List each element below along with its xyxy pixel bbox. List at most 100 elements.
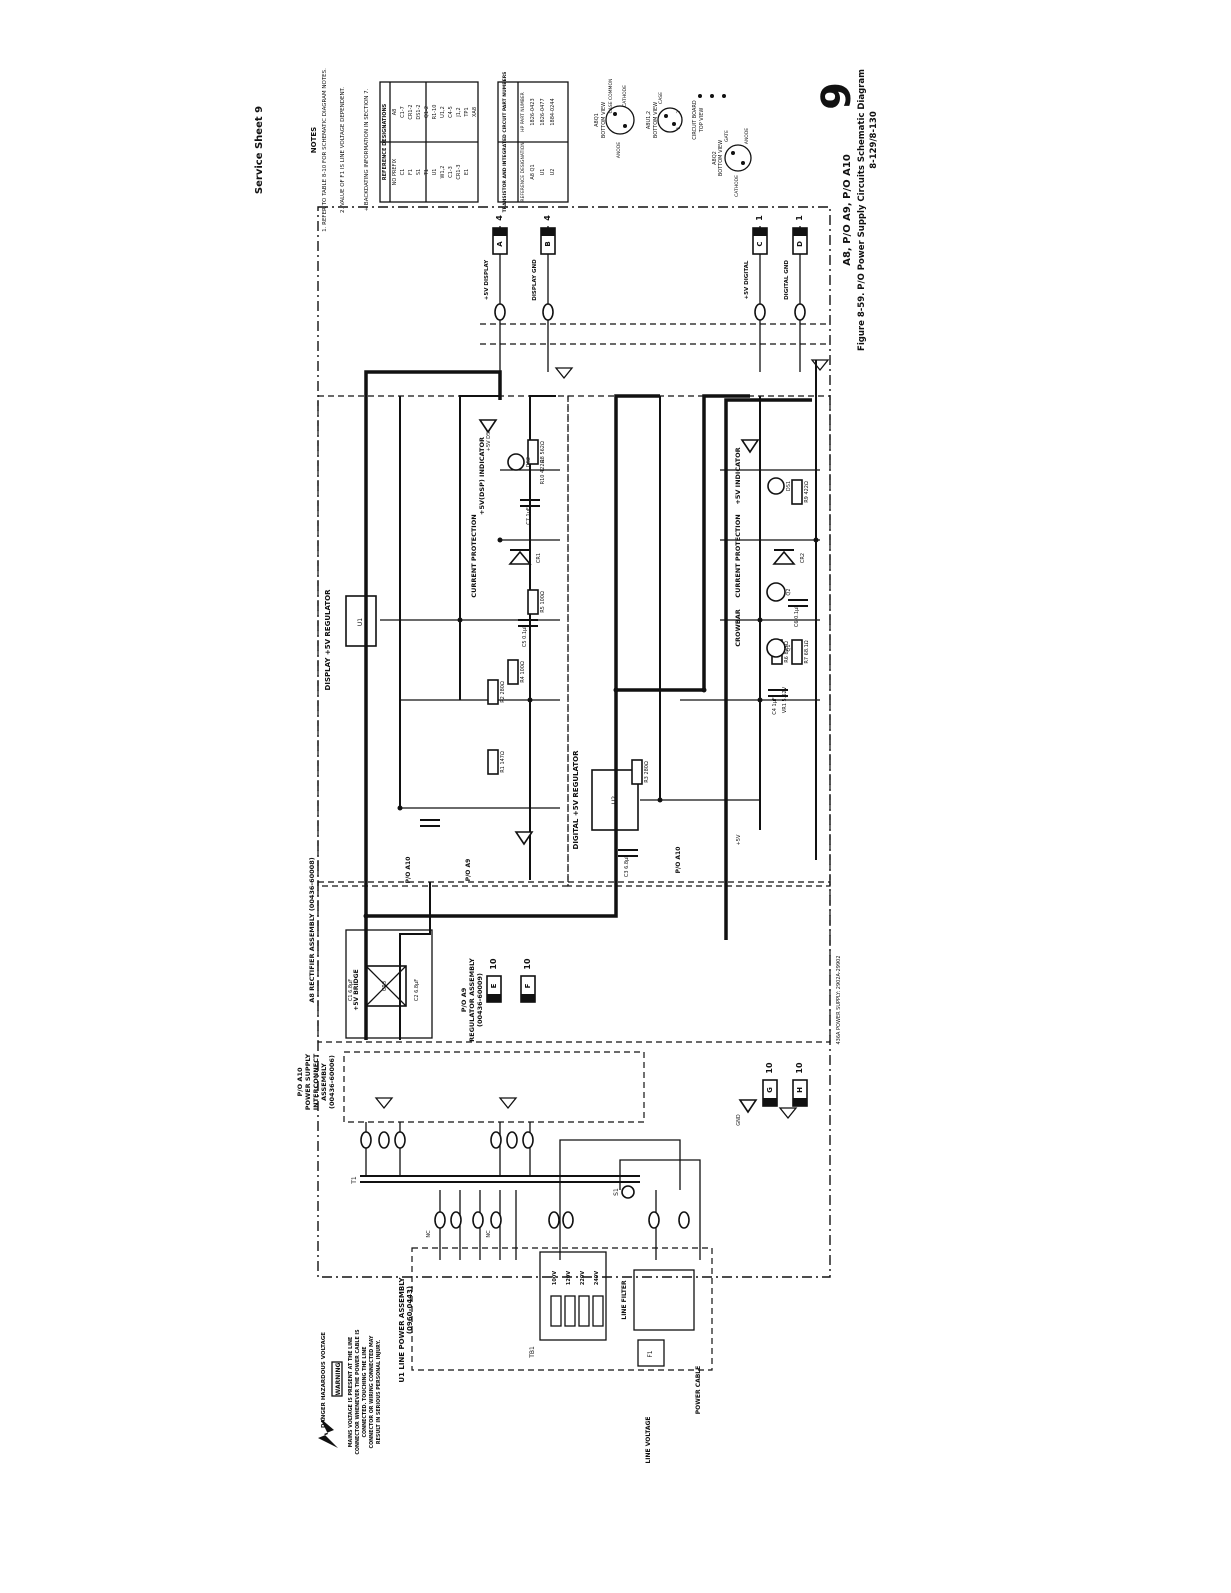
output-sheet-number: 4 [495, 215, 504, 221]
a10-label: P/O A10 [296, 1067, 304, 1096]
label-r6: R6 825Ω [784, 641, 790, 663]
ref-row2-left: CR1-3 [456, 164, 462, 179]
line-selector-slot [550, 1295, 562, 1327]
output-label: +5V DISPLAY [484, 259, 490, 300]
ref-row-a8: C1-7 [400, 106, 406, 118]
output-sheet-number: 1 [755, 215, 764, 221]
offsheet-sheet-number: 10 [489, 958, 498, 970]
label-ds1: DS1 [786, 481, 792, 491]
offsheet-letter: E [490, 983, 498, 988]
note-1: 1. REFER TO TABLE 8-10 FOR SCHEMATIC DIA… [322, 68, 328, 232]
assembly-heading: A8, P/O A9, P/O A10 [842, 154, 853, 266]
u1-outline [411, 1247, 713, 1371]
ref-row-noprefix: F1 [408, 169, 414, 175]
output-connector-letter: C [756, 241, 764, 246]
output-connector-band [541, 228, 555, 236]
pinout-q1-view: BOTTOM VIEW [601, 102, 607, 138]
offsheet-letter: F [524, 983, 532, 988]
figure-caption: Figure 8-59. P/O Power Supply Circuits S… [857, 69, 867, 351]
offsheet-sheet-number: 10 [765, 1062, 774, 1074]
line-selector-voltage: 120V [566, 1271, 572, 1285]
ref-row2-right: TP1 [464, 107, 470, 117]
transformer-label: T1 [351, 1176, 358, 1185]
output-connector-band [493, 228, 507, 236]
offsheet-connector: H10 [792, 1062, 808, 1107]
pinout-u-pin1: CASE [658, 92, 664, 104]
enclosure-outline [317, 206, 831, 1278]
a9-line: REGULATOR ASSEMBLY [468, 958, 476, 1042]
indicator-dsp-label: +5V(DSP) INDICATOR [478, 437, 486, 515]
bridge-label: +5V BRIDGE [353, 969, 360, 1010]
label-gnd: GND [736, 1114, 742, 1126]
label-r9: R9 422Ω [804, 481, 810, 503]
label-r10: R10 422Ω [540, 459, 546, 484]
ref-row-a8: U1,2 [440, 106, 446, 118]
part-row-number: 1826-0423 [530, 98, 536, 125]
line-selector-slot [578, 1295, 590, 1327]
ground-symbols [374, 359, 830, 1120]
u1-regulator-label: U1 [357, 618, 364, 626]
part-header-num: HP PART NUMBER [520, 92, 526, 132]
label-ds2: DS2 [526, 457, 532, 467]
a8-outline [317, 881, 831, 1043]
switch-s1 [621, 1185, 635, 1199]
ref-header-a8: A8 [392, 109, 398, 116]
a10-line: POWER SUPPLY [304, 1053, 312, 1110]
display-reg-outline [317, 395, 569, 887]
line-selector-slot [564, 1295, 576, 1327]
digital-reg-outline [567, 395, 831, 887]
label-r7: R7 68.1Ω [804, 640, 810, 663]
pinout-u-pin3: 1 [676, 126, 682, 129]
offsheet-sheet-number: 10 [523, 958, 532, 970]
current-prot-label-dsp: CURRENT PROTECTION [470, 514, 478, 597]
ref-row2-left: E1 [464, 169, 470, 175]
label-c3: C3 6.8µF [624, 855, 630, 877]
pinout-q2-name: A8Q2 [712, 151, 718, 165]
pinout-u1-u2: A8U1,2 BOTTOM VIEW CASE 2 1 [646, 92, 683, 138]
line-selector-slot [592, 1295, 604, 1327]
output-label: DISPLAY GND [532, 259, 538, 301]
offsheet-letter: H [796, 1087, 804, 1093]
part-row-number: 1884-0244 [550, 98, 556, 125]
offsheet-connector-band [793, 1098, 807, 1106]
warning-line: RESULT IN SERIOUS PERSONAL INJURY. [376, 1340, 382, 1444]
pinout-q2: A8Q2 BOTTOM VIEW GATE CATHODE ANODE [712, 128, 752, 197]
pinout-q1-pin3: ANODE [616, 142, 622, 158]
bridge-c1-label: C1 6.8µF [348, 979, 354, 1001]
part-row-ref: U2 [550, 169, 556, 176]
output-label: DIGITAL GND [784, 260, 790, 300]
ref-row-a8: DS1-2 [416, 104, 422, 119]
lightning-icon [318, 1418, 338, 1448]
offsheet-connector: E 10 [486, 958, 502, 1003]
label-cr1: CR1 [536, 553, 542, 563]
label-vr1: VR1 5.62V [782, 686, 788, 713]
bridge-outline [345, 929, 433, 1039]
fuse-box [637, 1339, 665, 1367]
a9-label: P/O A9 [460, 987, 468, 1012]
label-q1: Q1 [786, 644, 792, 651]
warning-heading: DANGER HAZARDOUS VOLTAGE [321, 1332, 327, 1428]
a10-outline [343, 1051, 645, 1123]
u1-part: (0960-0443) [406, 1286, 414, 1334]
ref-row2-right: XA8 [472, 107, 478, 117]
tb1-box [539, 1251, 607, 1341]
bus-wiring [364, 360, 817, 1040]
pinout-q2-view: BOTTOM VIEW [718, 140, 724, 176]
notes-block: NOTES 1. REFER TO TABLE 8-10 FOR SCHEMAT… [310, 68, 569, 232]
output-connector-letter: D [796, 241, 804, 247]
ref-header-noprefix: NO PREFIX [392, 158, 398, 185]
line-selector-voltage: 240V [594, 1271, 600, 1285]
label-r2: R2 280Ω [500, 681, 506, 703]
label-c4: C4 1µF [772, 697, 778, 715]
current-prot-label-dig: CURRENT PROTECTION [734, 514, 742, 597]
label-c6: C6 0.1µF [794, 605, 800, 627]
a8-label: A8 RECTIFIER ASSEMBLY (00436-60008) [308, 857, 316, 1002]
label-r1: R1 147Ω [500, 751, 506, 773]
ds2-led [507, 453, 525, 471]
nc-label-1: NC [426, 1230, 432, 1238]
pinout-q2-pin1: GATE [724, 130, 730, 142]
ref-row2-right: J1,2 [456, 107, 462, 117]
